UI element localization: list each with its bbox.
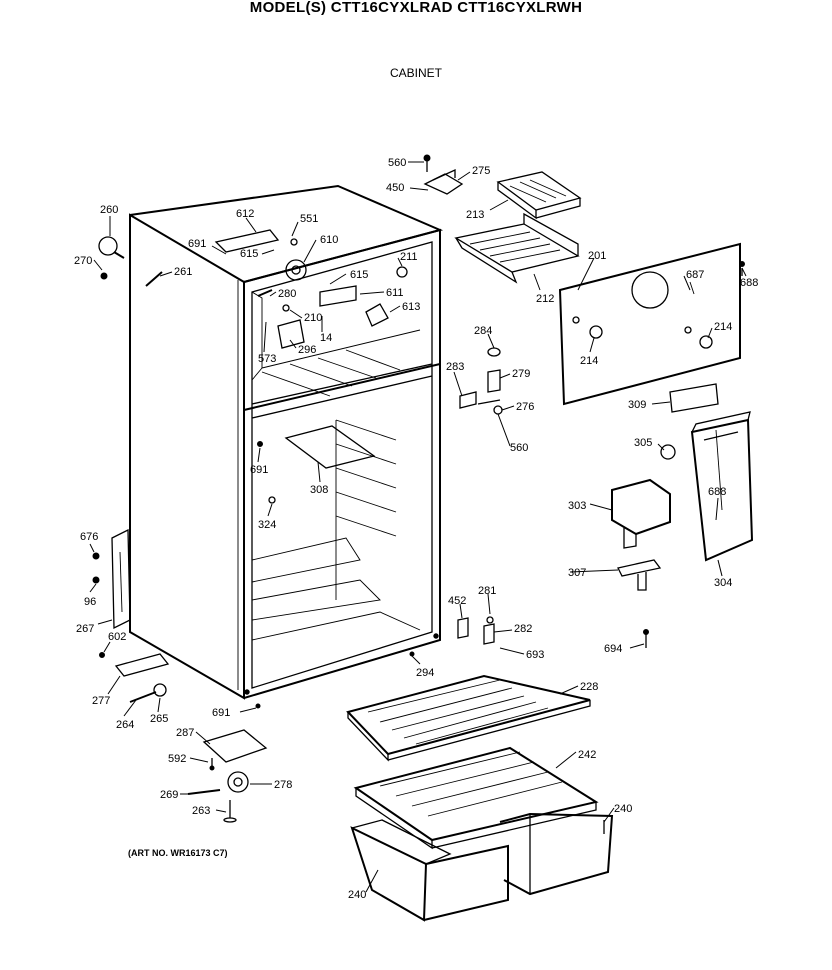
part-label: 688 — [708, 486, 726, 498]
wire-shelf-228 — [346, 674, 591, 762]
part-label: 324 — [258, 519, 276, 531]
part-label: 551 — [300, 213, 318, 225]
part-label: 613 — [402, 301, 420, 313]
top-hinge — [423, 173, 464, 195]
part-label: 270 — [74, 255, 92, 267]
model-title: MODEL(S) CTT16CYXLRAD CTT16CYXLRWH — [249, 0, 583, 16]
part-label: 303 — [568, 500, 586, 512]
part-label: 284 — [474, 325, 492, 337]
part-label: 676 — [80, 531, 98, 543]
part-label: 214 — [714, 321, 732, 333]
part-label: 265 — [150, 713, 168, 725]
part-label: 277 — [92, 695, 110, 707]
part-label: 307 — [568, 567, 586, 579]
part-labels: 560 275 450 213 260 612 551 691 615 610 … — [74, 157, 758, 901]
part-label: 287 — [176, 727, 194, 739]
part-261 — [145, 271, 163, 287]
part-label: 615 — [240, 248, 258, 260]
hinge-pin-bracket — [457, 617, 469, 639]
control-housing — [611, 478, 671, 549]
part-label: 573 — [258, 353, 276, 365]
part-label: 228 — [580, 681, 598, 693]
part-label: 612 — [236, 208, 254, 220]
part-label: 281 — [478, 585, 496, 597]
shelf-308 — [284, 425, 376, 469]
part-label: 688 — [740, 277, 758, 289]
part-label: 694 — [604, 643, 622, 655]
ice-rack — [454, 212, 580, 284]
part-label: 610 — [320, 234, 338, 246]
part-label: 283 — [446, 361, 464, 373]
crisper-drawers — [350, 812, 614, 922]
part-label: 211 — [400, 251, 418, 263]
cabinet-drawing — [129, 184, 444, 700]
part-label: 611 — [386, 287, 404, 299]
part-label: 304 — [714, 577, 732, 589]
bottom-hinge-side — [92, 528, 131, 658]
part-label: 296 — [298, 344, 316, 356]
part-label: 691 — [188, 238, 206, 250]
part-label: 294 — [416, 667, 434, 679]
drip-parts — [459, 347, 503, 415]
part-label: 261 — [174, 266, 192, 278]
part-label: 309 — [628, 399, 646, 411]
crisper-cover-242 — [353, 746, 599, 850]
plate-287 — [202, 729, 268, 763]
part-label: 560 — [510, 442, 528, 454]
part-label: 450 — [386, 182, 404, 194]
part-label: 201 — [588, 250, 606, 262]
part-label: 240 — [348, 889, 366, 901]
part-label: 560 — [388, 157, 406, 169]
part-label: 242 — [578, 749, 596, 761]
part-label: 282 — [514, 623, 532, 635]
part-label: 308 — [310, 484, 328, 496]
part-label: 615 — [350, 269, 368, 281]
part-label: 269 — [160, 789, 178, 801]
part-label: 602 — [108, 631, 126, 643]
freezer-components — [214, 229, 408, 349]
part-label: 96 — [84, 596, 96, 608]
part-label: 691 — [212, 707, 230, 719]
part-label: 214 — [580, 355, 598, 367]
part-label: 260 — [100, 204, 118, 216]
part-label: 592 — [168, 753, 186, 765]
evaporator-cover — [558, 242, 745, 406]
part-label: 452 — [448, 595, 466, 607]
part-label: 263 — [192, 805, 210, 817]
part-label: 212 — [536, 293, 554, 305]
control-bracket — [617, 559, 662, 577]
part-label: 267 — [76, 623, 94, 635]
part-label: 14 — [320, 332, 332, 344]
part-label: 693 — [526, 649, 544, 661]
part-label: 305 — [634, 437, 652, 449]
part-label: 280 — [278, 288, 296, 300]
part-label: 278 — [274, 779, 292, 791]
part-label: 276 — [516, 401, 534, 413]
label-plate — [669, 383, 719, 413]
section-title: CABINET — [389, 66, 442, 80]
thermostat-knob — [660, 444, 676, 460]
part-label: 691 — [250, 464, 268, 476]
part-label: 279 — [512, 368, 530, 380]
part-label: 687 — [686, 269, 704, 281]
air-duct — [690, 411, 754, 562]
part-label: 275 — [472, 165, 490, 177]
ice-tray — [496, 171, 582, 220]
part-label: 213 — [466, 209, 484, 221]
part-label: 240 — [614, 803, 632, 815]
art-number: (ART NO. WR16173 C7) — [128, 848, 228, 858]
temperature-knob-260 — [98, 236, 125, 280]
bottom-hinge — [114, 653, 170, 677]
part-label: 210 — [304, 312, 322, 324]
leader-lines — [89, 161, 747, 893]
part-label: 264 — [116, 719, 134, 731]
